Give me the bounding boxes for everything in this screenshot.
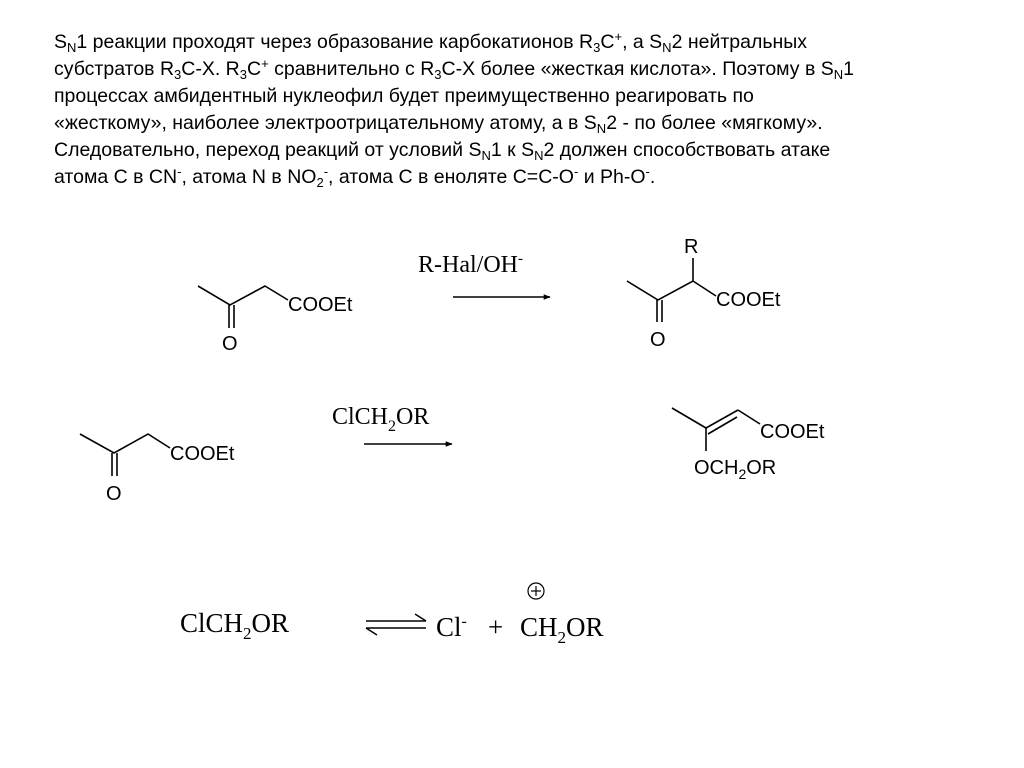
scheme3-plus-sign: + [488, 612, 503, 642]
scheme1-reactant-oxygen: O [222, 333, 238, 355]
text-line-4: «жесткому», наиболее электроотрицательно… [54, 112, 823, 136]
scheme3-reactant: ClCH2OR [180, 608, 289, 643]
scheme3-equilibrium-arrows [365, 613, 427, 636]
scheme2-reactant-ester-group: COOEt [170, 443, 235, 465]
scheme2-reactant-structure [79, 433, 171, 476]
scheme2-product-substituent: OCH2OR [694, 457, 776, 482]
scheme2-product-structure [671, 407, 761, 451]
scheme2-reagent: ClCH2OR [332, 404, 429, 435]
text-line-6: атома С в CN-, атома N в NO2-, атома С в… [54, 164, 656, 190]
scheme1-product-structure [626, 258, 717, 322]
text-line-2: субстратов R3C-X. R3C+ сравнительно с R3… [54, 56, 854, 82]
scheme2-product-ester-group: COOEt [760, 421, 825, 443]
scheme1-product-r-group: R [684, 236, 698, 258]
text-line-5: Следовательно, переход реакций от услови… [54, 139, 831, 163]
scheme1-product-oxygen: O [650, 329, 666, 351]
scheme1-reactant-ester-group: COOEt [288, 294, 353, 316]
scheme3-carbocation: CH2OR [520, 612, 604, 647]
cation-charge-icon [527, 582, 545, 600]
scheme2-reactant-oxygen: O [106, 483, 122, 505]
scheme1-product-ester-group: COOEt [716, 289, 781, 311]
scheme3-chloride-ion: Cl- [436, 612, 467, 642]
text-line-3: процессах амбидентный нуклеофил будет пр… [54, 85, 754, 107]
text-line-1: SN1 реакции проходят через образование к… [54, 29, 808, 55]
explanation-paragraph: SN1 реакции проходят через образование к… [54, 29, 994, 191]
scheme1-reagent: R-Hal/OH- [418, 251, 523, 278]
scheme1-reactant-structure [197, 285, 289, 328]
